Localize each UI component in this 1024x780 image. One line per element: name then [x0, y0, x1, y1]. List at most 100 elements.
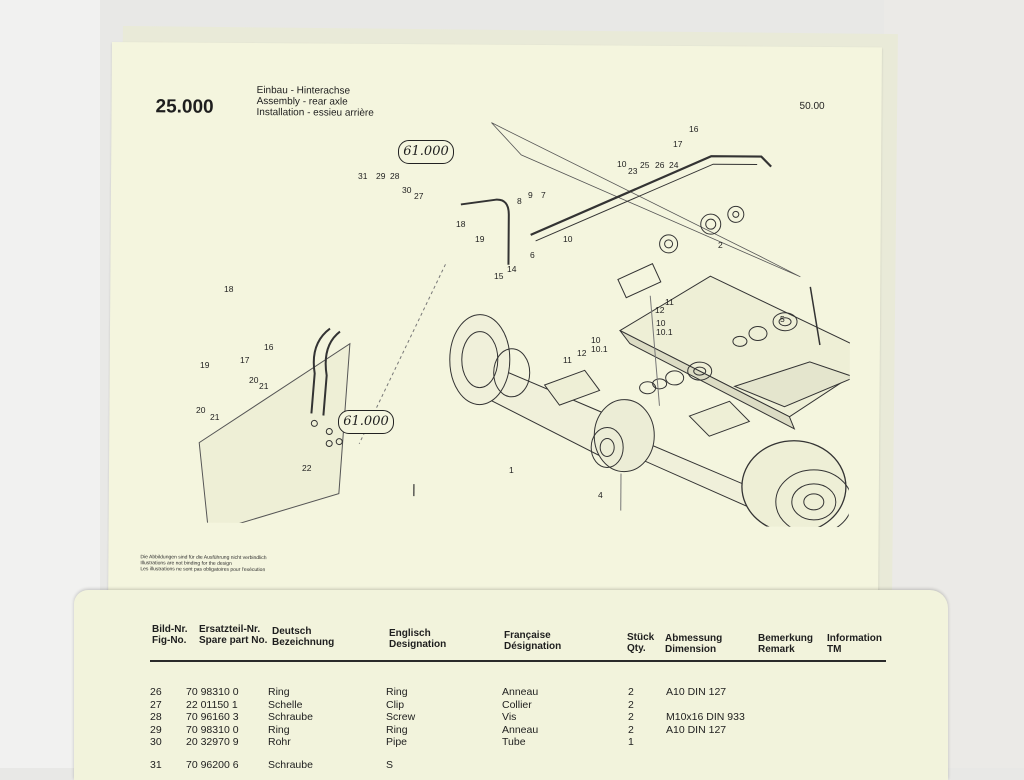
cell-qty: 2	[628, 699, 634, 711]
header-french: Française Désignation	[504, 630, 561, 652]
disclaimer-french: Les illustrations ne sont pas obligatoir…	[140, 566, 266, 573]
cell-fig-no: 31	[150, 759, 162, 771]
cell-dimension: A10 DIN 127	[666, 686, 726, 698]
cell-french: Collier	[502, 699, 532, 711]
header-fig-no-de: Bild-Nr.	[152, 624, 188, 635]
header-qty-1: Stück	[627, 632, 654, 643]
part-label: 9	[528, 190, 533, 200]
header-remark: Bemerkung Remark	[758, 633, 813, 655]
header-french-2: Désignation	[504, 641, 561, 652]
cell-part-no: 70 98310 0	[186, 724, 239, 736]
header-remark-1: Bemerkung	[758, 633, 813, 644]
header-french-1: Française	[504, 630, 561, 641]
header-qty: Stück Qty.	[627, 632, 654, 654]
cell-qty: 2	[628, 724, 634, 736]
cell-qty: 2	[628, 686, 634, 698]
cell-part-no: 70 96160 3	[186, 711, 239, 723]
cell-dimension: M10x16 DIN 933	[666, 711, 745, 723]
header-information: Information TM	[827, 633, 882, 655]
header-dimension-2: Dimension	[665, 644, 722, 655]
header-english: Englisch Designation	[389, 628, 446, 650]
lower-page-parts-list: Bild-Nr. Fig-No. Ersatzteil-Nr. Spare pa…	[74, 590, 948, 780]
part-label: 24	[669, 160, 678, 170]
cell-french: Tube	[502, 736, 526, 748]
part-label: 16	[689, 124, 698, 134]
cell-qty: 2	[628, 711, 634, 723]
part-label: 27	[414, 191, 423, 201]
part-label: 11	[665, 297, 674, 307]
header-german: Deutsch Bezeichnung	[272, 626, 334, 648]
header-information-1: Information	[827, 633, 882, 644]
header-english-2: Designation	[389, 639, 446, 650]
part-label: 2	[718, 240, 723, 250]
part-label: 10.1	[656, 327, 673, 337]
cell-german: Schraube	[268, 759, 313, 771]
revision-number: 50.00	[800, 101, 825, 112]
cell-german: Schraube	[268, 711, 313, 723]
cell-english: Pipe	[386, 736, 407, 748]
cell-french: Anneau	[502, 686, 538, 698]
part-label: 15	[494, 271, 503, 281]
header-information-2: TM	[827, 644, 882, 655]
cell-fig-no: 27	[150, 699, 162, 711]
part-label: 20	[249, 375, 258, 385]
header-fig-no-en: Fig-No.	[152, 635, 188, 646]
header-part-no: Ersatzteil-Nr. Spare part No.	[199, 624, 267, 646]
header-german-2: Bezeichnung	[272, 637, 334, 648]
part-label: 14	[507, 264, 516, 274]
part-label: 26	[655, 160, 664, 170]
cell-english: S	[386, 759, 393, 771]
part-label: 23	[628, 166, 637, 176]
header-english-1: Englisch	[389, 628, 446, 639]
cell-german: Ring	[268, 724, 290, 736]
part-label: 29	[376, 171, 385, 181]
header-fig-no: Bild-Nr. Fig-No.	[152, 624, 188, 646]
part-label: 10	[617, 159, 626, 169]
cell-fig-no: 30	[150, 736, 162, 748]
cell-german: Schelle	[268, 699, 302, 711]
header-german-1: Deutsch	[272, 626, 334, 637]
title-german: Einbau - Hinterachse	[257, 85, 374, 97]
header-part-no-en: Spare part No.	[199, 635, 267, 646]
part-label: 25	[640, 160, 649, 170]
cell-fig-no: 26	[150, 686, 162, 698]
part-label: 30	[402, 185, 411, 195]
header-rule	[150, 660, 886, 662]
cell-fig-no: 28	[150, 711, 162, 723]
cell-english: Screw	[386, 711, 415, 723]
part-label: 20	[196, 405, 205, 415]
cell-english: Clip	[386, 699, 404, 711]
callout-61-bottom: 61.000	[338, 410, 394, 434]
header-remark-2: Remark	[758, 644, 813, 655]
cell-dimension: A10 DIN 127	[666, 724, 726, 736]
part-label: 5	[780, 314, 785, 324]
cell-part-no: 70 98310 0	[186, 686, 239, 698]
part-label: 22	[302, 463, 311, 473]
part-label: 21	[259, 381, 268, 391]
upper-page: 25.000 Einbau - Hinterachse Assembly - r…	[108, 42, 882, 595]
part-label: 10	[563, 234, 572, 244]
part-label: 4	[598, 490, 603, 500]
cell-fig-no: 29	[150, 724, 162, 736]
header-dimension-1: Abmessung	[665, 633, 722, 644]
part-label: 8	[517, 196, 522, 206]
header-qty-2: Qty.	[627, 643, 654, 654]
part-label: 12	[655, 305, 664, 315]
part-label: 17	[240, 355, 249, 365]
cell-french: Anneau	[502, 724, 538, 736]
part-label: 21	[210, 412, 219, 422]
callout-61-top: 61.000	[398, 140, 454, 164]
disclaimer: Die Abbildungen sind für die Ausführung …	[140, 554, 266, 573]
cell-german: Ring	[268, 686, 290, 698]
cell-qty: 1	[628, 736, 634, 748]
cell-french: Vis	[502, 711, 516, 723]
part-label: 18	[456, 219, 465, 229]
part-label: 19	[475, 234, 484, 244]
part-label: 17	[673, 139, 682, 149]
cell-german: Rohr	[268, 736, 291, 748]
cell-english: Ring	[386, 686, 408, 698]
cell-english: Ring	[386, 724, 408, 736]
cell-part-no: 22 01150 1	[186, 699, 238, 711]
part-label: 18	[224, 284, 233, 294]
cell-part-no: 70 96200 6	[186, 759, 239, 771]
